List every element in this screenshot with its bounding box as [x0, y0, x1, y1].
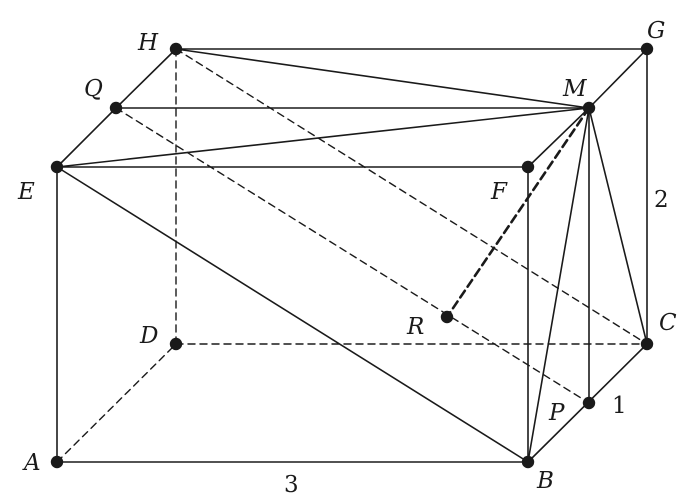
- vertex-label-m: M: [562, 76, 588, 102]
- edge-hc: [175, 48, 648, 345]
- point-m: [582, 101, 596, 115]
- dimension-label-ab: 3: [284, 472, 299, 498]
- point-q: [109, 101, 123, 115]
- point-r: [440, 310, 454, 324]
- vertex-label-p: P: [548, 400, 565, 426]
- dimension-label-bc: 1: [612, 393, 627, 419]
- edge-fm: [527, 107, 590, 168]
- vertex-label-b: B: [536, 468, 554, 494]
- edge-mr: [445, 106, 591, 319]
- point-g: [640, 42, 654, 56]
- edges-layer: [56, 48, 648, 463]
- vertex-label-f: F: [490, 179, 508, 205]
- vertex-label-d: D: [139, 323, 158, 349]
- point-a: [50, 455, 64, 469]
- vertex-label-r: R: [406, 314, 424, 340]
- edge-ad: [56, 343, 177, 463]
- vertex-label-e: E: [17, 179, 35, 205]
- vertex-label-c: C: [659, 310, 677, 336]
- vertex-label-h: H: [137, 30, 159, 56]
- point-f: [521, 160, 535, 174]
- point-e: [50, 160, 64, 174]
- edge-hm: [175, 48, 590, 109]
- edge-qe: [56, 107, 117, 168]
- edge-mb: [527, 107, 590, 463]
- point-p: [582, 396, 596, 410]
- dimension-label-cg: 2: [654, 187, 669, 213]
- vertex-label-a: A: [22, 450, 41, 476]
- point-d: [169, 337, 183, 351]
- vertex-label-q: Q: [84, 76, 103, 102]
- point-b: [521, 455, 535, 469]
- point-h: [169, 42, 183, 56]
- points-layer: [50, 42, 654, 469]
- labels-layer: A B C D E F G H M P Q R 3 2 1: [17, 18, 677, 498]
- edge-mc: [588, 107, 648, 345]
- edge-em: [56, 107, 590, 168]
- point-c: [640, 337, 654, 351]
- edge-mg: [588, 48, 648, 109]
- edge-hq: [115, 48, 177, 109]
- edge-eb: [56, 166, 529, 463]
- edge-qp: [115, 107, 590, 404]
- vertex-label-g: G: [647, 18, 665, 44]
